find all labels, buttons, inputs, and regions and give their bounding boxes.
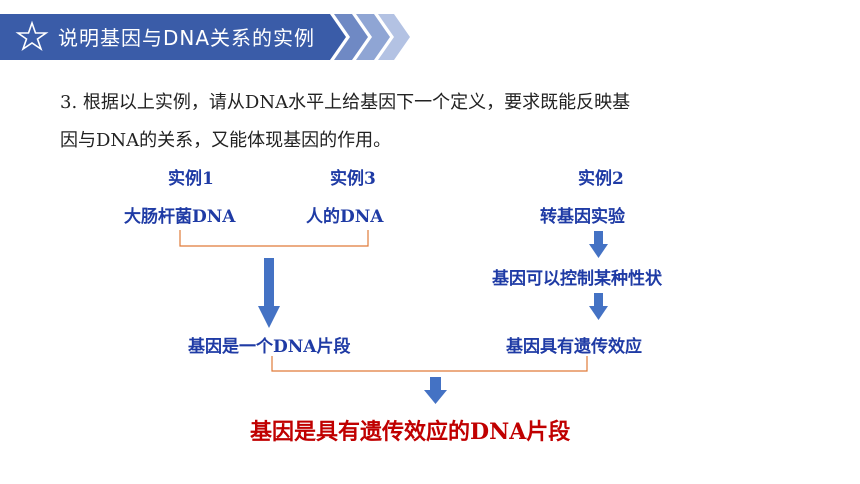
arrow-down-right-2: [589, 293, 608, 320]
banner-background: [0, 14, 410, 60]
bracket-left: [179, 230, 369, 247]
question-line-1: 3. 根据以上实例，请从DNA水平上给基因下一个定义，要求既能反映基: [60, 92, 631, 113]
right-result-label: 基因具有遗传效应: [506, 337, 642, 357]
bracket-bottom: [271, 356, 588, 372]
example-1-heading: 实例1: [168, 169, 214, 189]
arrow-down-right-1: [589, 231, 608, 258]
star-icon: [15, 20, 49, 51]
example-2-heading: 实例2: [578, 169, 624, 189]
trait-control-label: 基因可以控制某种性状: [492, 269, 662, 289]
example-1-text: 大肠杆菌DNA: [124, 207, 236, 227]
page-title: 说明基因与DNA关系的实例: [58, 26, 316, 50]
example-3-text: 人的DNA: [306, 207, 384, 227]
question-line-2: 因与DNA的关系，又能体现基因的作用。: [60, 130, 392, 151]
question-text: 3. 根据以上实例，请从DNA水平上给基因下一个定义，要求既能反映基 因与DNA…: [60, 84, 760, 160]
arrow-down-left: [258, 258, 280, 328]
arrow-down-center: [424, 377, 447, 404]
example-3-heading: 实例3: [330, 169, 376, 189]
example-2-text: 转基因实验: [540, 207, 625, 227]
conclusion-label: 基因是具有遗传效应的DNA片段: [250, 419, 571, 445]
left-result-label: 基因是一个DNA片段: [188, 337, 351, 357]
title-banner: 说明基因与DNA关系的实例: [0, 14, 420, 60]
